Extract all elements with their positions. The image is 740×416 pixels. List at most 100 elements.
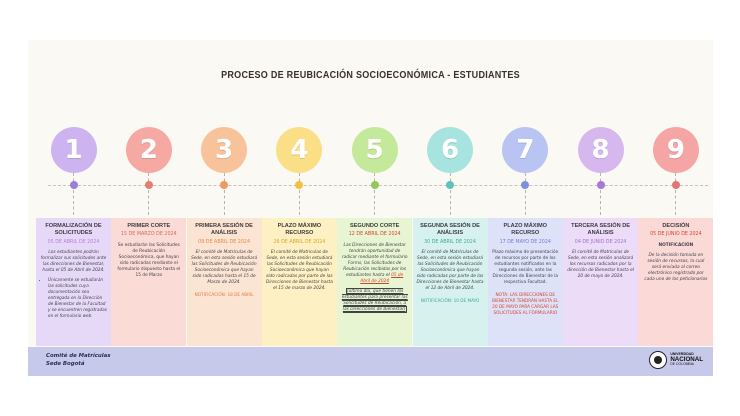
logo-line2: NACIONAL bbox=[670, 355, 703, 363]
step-note: NOTA: LAS DIRECCIONES DE BIENESTAR TENDR… bbox=[492, 292, 559, 316]
timeline-dot bbox=[144, 181, 153, 189]
step-description: Plazo máximo de presentación de recursos… bbox=[492, 249, 559, 286]
step-note: NOTIFICACIÓN: 18 DE ABRIL bbox=[194, 292, 254, 298]
step-date: 09 DE ABRIL DE 2024 bbox=[198, 239, 251, 245]
timeline-dot bbox=[671, 181, 680, 189]
step-date: 04 DE JUNIO DE 2024 bbox=[574, 239, 627, 245]
step-number-circle: 8 bbox=[577, 127, 624, 173]
timeline-dot bbox=[370, 181, 379, 189]
connector bbox=[298, 190, 300, 215]
page-title: PROCESO DE REUBICACIÓN SOCIOECONÓMICA - … bbox=[221, 69, 520, 81]
connector bbox=[524, 190, 526, 215]
step-date: 26 DE ABRIL DE 2024 bbox=[273, 239, 326, 245]
step-date: 05 DE JUNIO DE 2024 bbox=[650, 232, 702, 238]
step-date: 17 DE MAYO DE 2024 bbox=[499, 239, 551, 245]
connector bbox=[298, 173, 300, 187]
step-card: SEGUNDA SESIÓN DE ANÁLISIS 30 DE ABRIL DE… bbox=[412, 218, 488, 346]
timeline-dot bbox=[295, 181, 304, 189]
step-number: 7 bbox=[516, 135, 535, 165]
step-heading: PRIMER CORTE bbox=[127, 223, 171, 229]
step-number: 5 bbox=[365, 135, 384, 165]
footer-line1: Comité de Matrículas bbox=[46, 353, 111, 359]
university-logo: UNIVERSIDAD NACIONAL DE COLOMBIA bbox=[649, 351, 703, 369]
slide: PROCESO DE REUBICACIÓN SOCIOECONÓMICA - … bbox=[28, 40, 713, 376]
step-highlight-date: 05 de Abril de 2024 bbox=[360, 272, 404, 285]
step-heading: SEGUNDA SESIÓN DE ANÁLISIS bbox=[420, 223, 480, 237]
step-description: De la decisión tomada en sesión de recur… bbox=[644, 252, 708, 282]
connector bbox=[148, 190, 150, 215]
step-date: 15 DE MARZO DE 2024 bbox=[120, 232, 177, 238]
footer: Comité de Matrículas Sede Bogotá UNIVERS… bbox=[28, 347, 713, 376]
step-boxed-note: (último día, que tienen los estudiantes … bbox=[341, 288, 408, 314]
step-description: El comité de Matrículas de Sede, en esta… bbox=[191, 249, 258, 286]
connector bbox=[223, 173, 225, 187]
step-number-circle: 9 bbox=[652, 127, 699, 173]
step-heading: FORMALIZACIÓN DE SOLICITUDES bbox=[45, 223, 102, 237]
step-card: TERCERA SESIÓN DE ANÁLISIS 04 DE JUNIO DE… bbox=[563, 218, 639, 346]
step-date: 12 DE ABRIL DE 2024 bbox=[348, 232, 401, 238]
connector bbox=[374, 173, 376, 187]
step-number-circle: 2 bbox=[125, 127, 172, 173]
seal-icon bbox=[649, 351, 668, 369]
step-card: PRIMER CORTE 15 DE MARZO DE 2024 Se estudi… bbox=[111, 218, 187, 346]
step-heading: SEGUNDO CORTE bbox=[349, 223, 400, 229]
step-description: Se estudiarán las Solicitudes de Reubica… bbox=[117, 242, 181, 278]
connector bbox=[73, 190, 74, 215]
step-heading: PLAZO MÁXIMO RECURSO bbox=[277, 223, 322, 237]
connector bbox=[449, 190, 451, 215]
step-note: NOTIFICACIÓN: 10 DE MAYO bbox=[420, 298, 480, 304]
step-number: 8 bbox=[591, 135, 610, 165]
connector bbox=[148, 173, 150, 187]
step-description: Los estudiantes podrán formalizar sus so… bbox=[40, 249, 107, 274]
timeline-dot bbox=[521, 181, 530, 189]
connector bbox=[600, 173, 602, 187]
step-number: 6 bbox=[440, 135, 460, 165]
step-number: 4 bbox=[290, 135, 309, 165]
logo-line1: UNIVERSIDAD bbox=[670, 352, 694, 357]
step-description: Las Direcciones de Bienestar tendrán opo… bbox=[341, 242, 408, 278]
step-number-circle: 1 bbox=[50, 127, 97, 173]
footer-text: Comité de Matrículas Sede Bogotá bbox=[46, 353, 110, 369]
step-heading: PRIMERA SESIÓN DE ANÁLISIS bbox=[195, 223, 253, 237]
step-bullets: Únicamente se estudiarán las solicitudes… bbox=[48, 277, 107, 319]
connector bbox=[223, 190, 225, 215]
connector bbox=[524, 173, 526, 187]
timeline-dot bbox=[446, 181, 454, 189]
logo-text: UNIVERSIDAD NACIONAL DE COLOMBIA bbox=[670, 353, 703, 367]
step-description: El comité de Matrículas de Sede, en esta… bbox=[416, 249, 484, 292]
step-date: 05 DE ABRIL DE 2024 bbox=[47, 239, 100, 245]
step-description: El comité de Matrículas de Sede, en esta… bbox=[567, 249, 634, 280]
timeline-dot bbox=[220, 181, 229, 189]
step-subheading: NOTIFICACIÓN bbox=[658, 242, 694, 248]
step-number-circle: 6 bbox=[427, 127, 473, 173]
list-item: Únicamente se estudiarán las solicitudes… bbox=[48, 277, 107, 319]
step-number-circle: 3 bbox=[201, 127, 248, 173]
logo-line3: DE COLOMBIA bbox=[670, 362, 694, 367]
footer-line2: Sede Bogotá bbox=[46, 360, 85, 367]
step-number: 1 bbox=[64, 135, 83, 165]
step-card: FORMALIZACIÓN DE SOLICITUDES 05 DE ABRIL … bbox=[36, 218, 111, 346]
step-number-circle: 7 bbox=[502, 127, 549, 173]
step-heading: TERCERA SESIÓN DE ANÁLISIS bbox=[571, 223, 631, 237]
step-number: 3 bbox=[215, 135, 234, 165]
step-description: El comité de Matrículas de Sede, en esta… bbox=[265, 249, 333, 292]
step-number: 2 bbox=[139, 135, 158, 165]
step-date: 30 DE ABRIL DE 2024 bbox=[424, 239, 476, 245]
step-number-circle: 5 bbox=[351, 127, 398, 173]
connector bbox=[600, 190, 602, 215]
step-number: 9 bbox=[666, 135, 685, 165]
step-heading: PLAZO MÁXIMO RECURSO bbox=[503, 223, 548, 237]
